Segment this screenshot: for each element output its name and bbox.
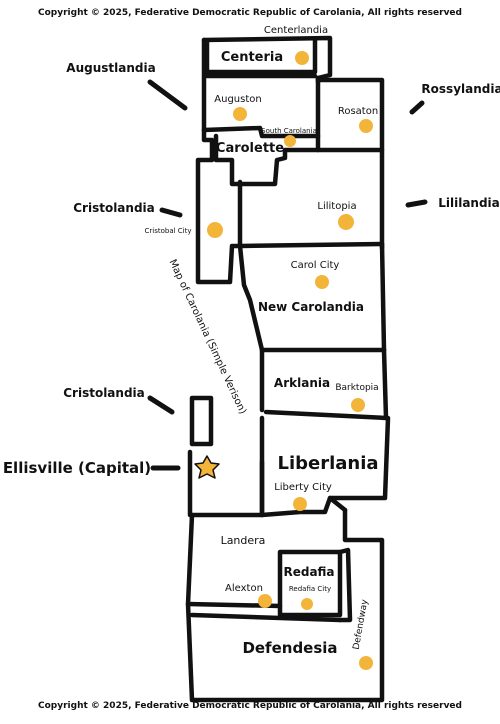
label-carolette: Carolette — [216, 141, 284, 156]
pointer-cristolandia-north — [159, 207, 183, 218]
label-liberty-city: Liberty City — [274, 482, 332, 493]
city-dot-rosaton — [359, 119, 373, 133]
label-liberlania: Liberlania — [277, 453, 378, 474]
label-new-carolandia: New Carolandia — [258, 300, 364, 314]
label-defendesia: Defendesia — [242, 639, 337, 657]
label-rosaton: Rosaton — [338, 106, 378, 117]
label-defendway: Defendway — [352, 598, 371, 650]
label-cristolandia-south: Cristolandia — [63, 386, 145, 400]
label-centerlandia: Centerlandia — [264, 25, 328, 36]
copyright-top: Copyright © 2025, Federative Democratic … — [38, 8, 462, 18]
label-lilitopia: Lilitopia — [317, 201, 356, 212]
label-carol-city: Carol City — [291, 260, 340, 271]
city-dot-carol-city — [315, 275, 329, 289]
city-dot-south-carolania — [284, 135, 296, 147]
label-centeria: Centeria — [221, 50, 283, 65]
label-capital: Ellisville (Capital) — [3, 459, 151, 477]
label-redafia-city: Redafia City — [289, 585, 331, 593]
city-dot-redafia-city — [301, 598, 313, 610]
pointer-rossylandia — [409, 100, 425, 115]
city-dot-defendway — [359, 656, 373, 670]
label-arklania: Arklania — [274, 376, 330, 390]
label-augustlandia: Augustlandia — [66, 61, 155, 75]
region-borders — [185, 35, 391, 703]
label-cristolandia-north: Cristolandia — [73, 201, 155, 215]
city-dot-liberty-city — [293, 497, 307, 511]
city-dots — [207, 51, 373, 670]
label-cristobal-city: Cristobal City — [144, 227, 191, 235]
capital-star-icon — [194, 455, 220, 479]
pointer-cristolandia-south — [147, 395, 175, 415]
city-dot-barktopia — [351, 398, 365, 412]
label-alexton: Alexton — [225, 583, 263, 594]
city-dot-alexton — [258, 594, 272, 608]
city-dot-auguston — [233, 107, 247, 121]
label-rossylandia: Rossylandia — [421, 82, 500, 96]
neighbor-pointers — [147, 79, 428, 471]
pointer-augustlandia — [147, 79, 188, 111]
label-south-carolania: South Carolania — [261, 127, 317, 135]
label-auguston: Auguston — [214, 94, 261, 105]
label-lililandia: Lililandia — [438, 196, 500, 210]
pointer-lililandia — [405, 199, 428, 208]
label-landera: Landera — [221, 534, 266, 547]
city-dot-cristobal-city — [207, 222, 223, 238]
copyright-bottom: Copyright © 2025, Federative Democratic … — [38, 701, 462, 711]
label-barktopia: Barktopia — [335, 383, 378, 393]
label-redafia: Redafia — [283, 565, 334, 579]
city-dot-centerlandia — [295, 51, 309, 65]
city-dot-lilitopia — [338, 214, 354, 230]
